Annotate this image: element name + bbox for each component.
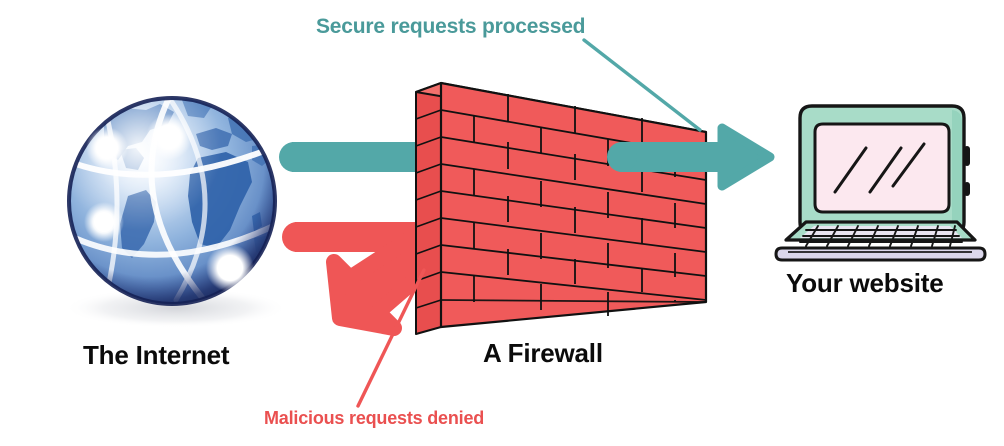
label-a-firewall: A Firewall xyxy=(483,338,603,368)
laptop-icon xyxy=(774,104,987,262)
arrow-right-icon-left-segment xyxy=(279,142,430,172)
label-your-website: Your website xyxy=(786,268,944,298)
arrow-right-icon xyxy=(607,123,775,191)
leader-line-secure xyxy=(582,38,702,132)
globe-network-nodes xyxy=(84,114,254,292)
label-secure-requests: Secure requests processed xyxy=(316,15,586,38)
label-the-internet: The Internet xyxy=(83,340,230,370)
brick-wall-icon xyxy=(415,81,708,335)
label-malicious-requests: Malicious requests denied xyxy=(264,408,485,428)
leader-line-malicious xyxy=(356,268,426,408)
globe-icon xyxy=(64,96,288,328)
